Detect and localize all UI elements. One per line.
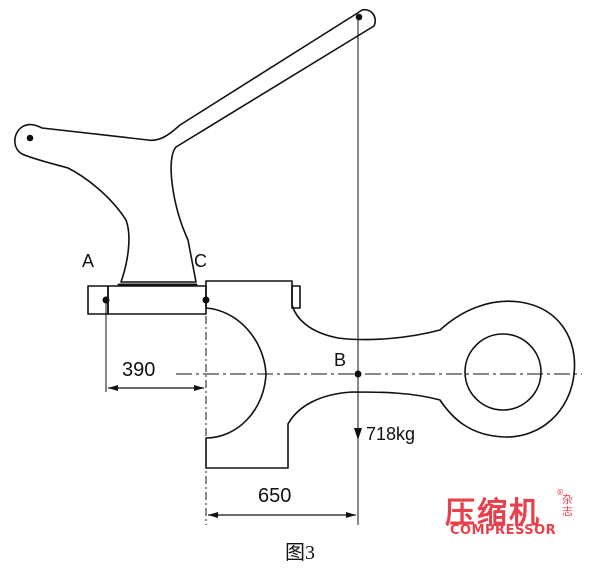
figure-caption: 图3	[285, 542, 315, 564]
point-a-dot	[102, 296, 110, 304]
point-a-label: A	[82, 251, 94, 271]
point-c-label: C	[194, 251, 207, 271]
dim-390-arrow-right	[194, 385, 204, 391]
arm-top-hole	[355, 13, 363, 21]
point-c-dot	[202, 296, 210, 304]
dim-650-arrow-left	[208, 512, 218, 518]
watermark-brand-cn: 压缩机	[445, 496, 541, 531]
dim-390-label: 390	[122, 359, 155, 381]
pin-block	[107, 285, 207, 315]
main-body-outline	[205, 280, 576, 469]
eye-hole	[464, 333, 542, 411]
dim-650-arrow-right	[346, 512, 356, 518]
watermark-brand-en: COMPRESSOR	[450, 523, 557, 538]
lifting-arm-outline	[14, 8, 377, 283]
body-side-tab	[291, 285, 301, 309]
dim-650-label: 650	[258, 485, 291, 507]
weight-label: 718kg	[366, 424, 415, 444]
point-b-label: B	[334, 350, 346, 370]
point-b-dot	[354, 370, 362, 378]
dim-390-arrow-left	[108, 385, 118, 391]
arm-left-hole	[26, 134, 34, 142]
watermark-registered: ®	[556, 488, 564, 497]
weight-arrow	[354, 428, 362, 440]
watermark-brand-side: 杂志	[562, 493, 573, 518]
